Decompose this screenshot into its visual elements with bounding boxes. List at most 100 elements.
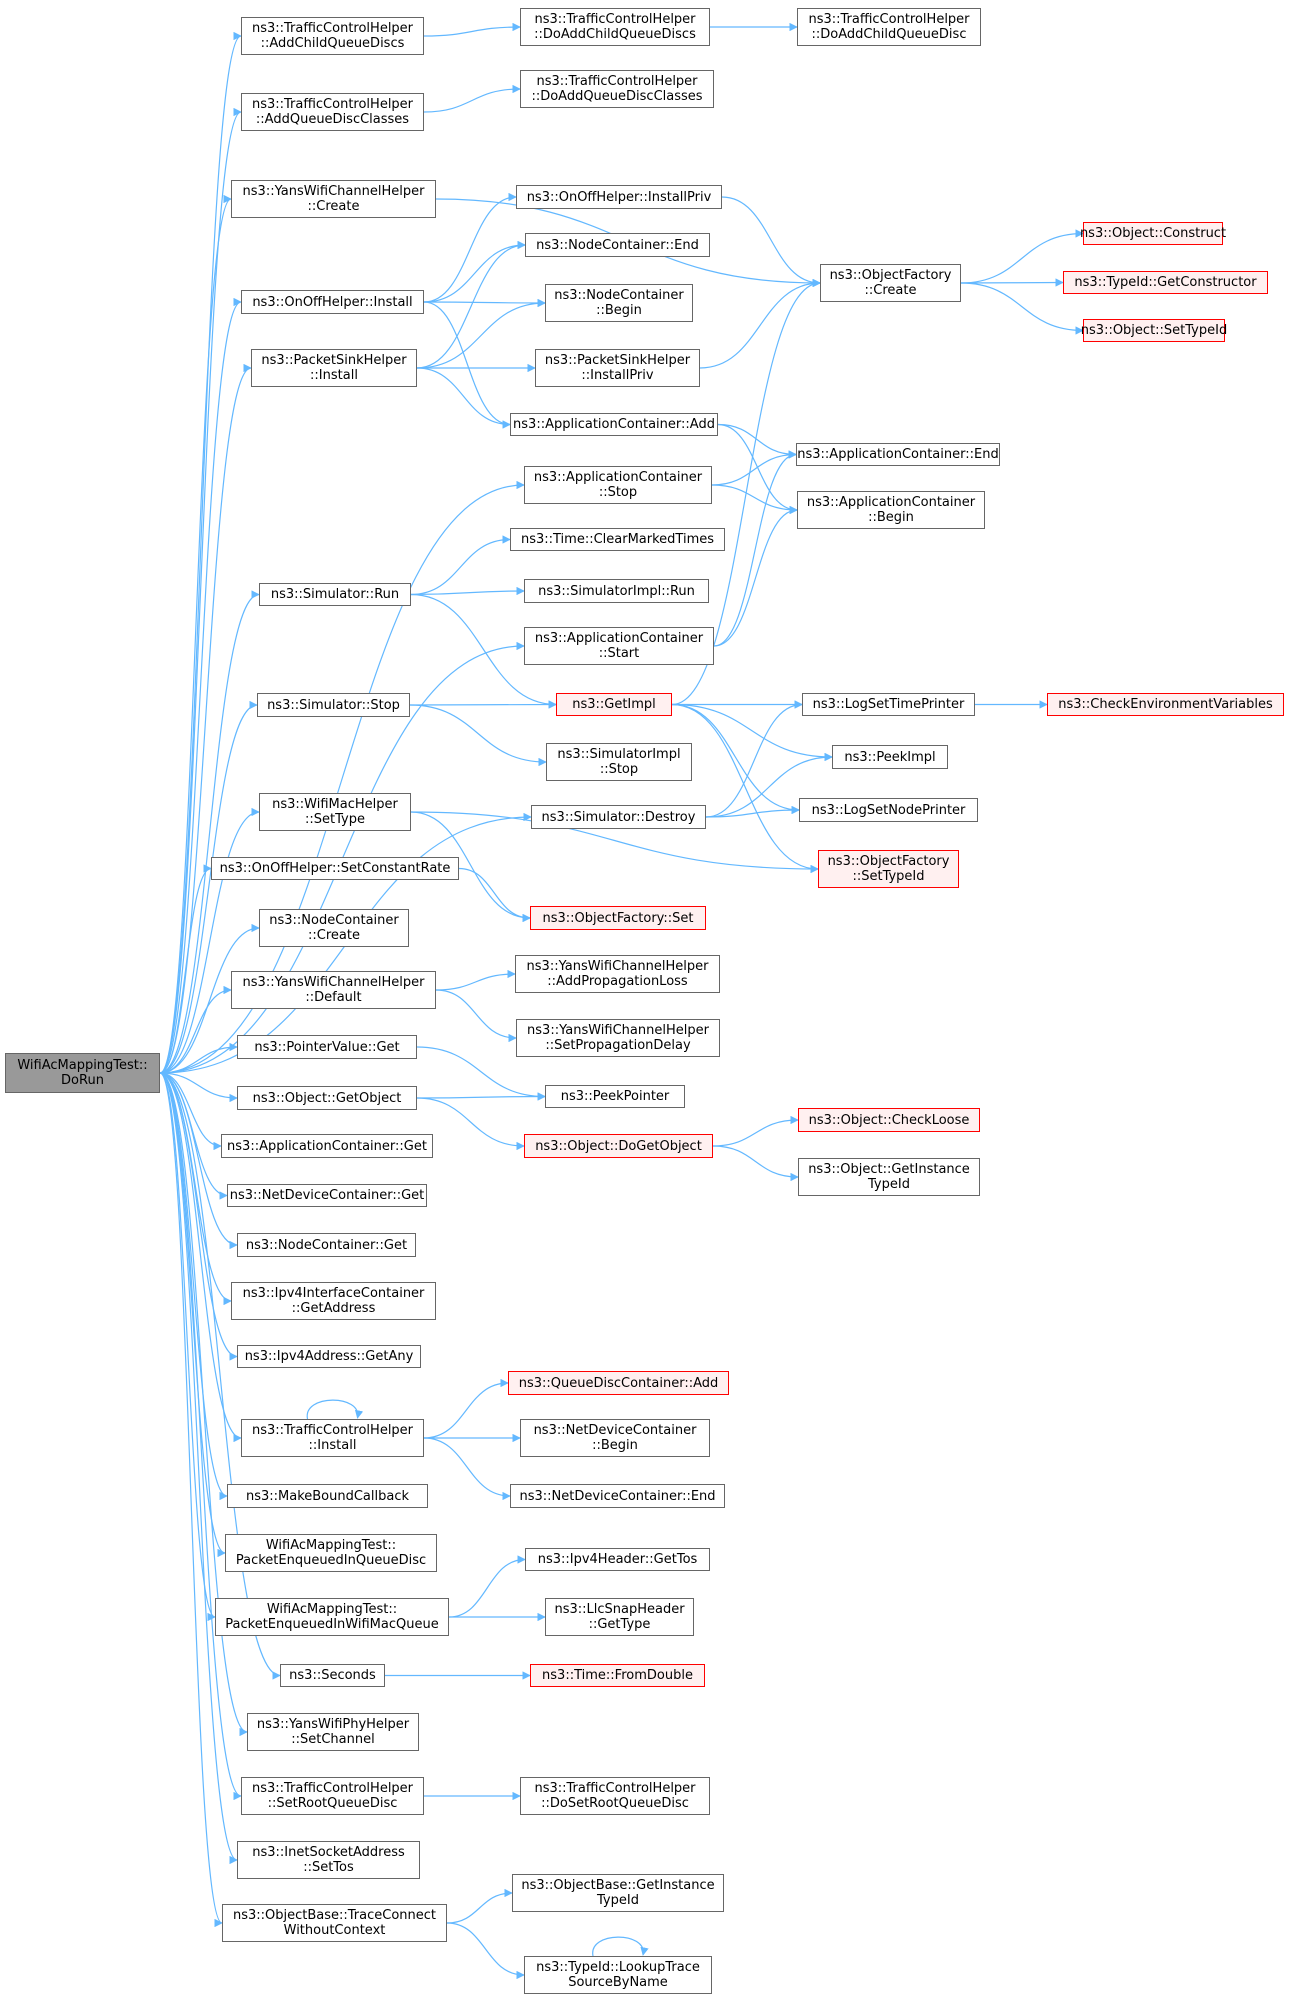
node-ywch-addprop[interactable]: ns3::YansWifiChannelHelper::AddPropagati…	[515, 955, 720, 993]
node-typeid-getctor[interactable]: ns3::TypeId::GetConstructor	[1063, 271, 1268, 294]
node-tch-doaddchild[interactable]: ns3::TrafficControlHelper::DoAddChildQue…	[797, 8, 981, 46]
node-label-line: ns3::NodeContainer::End	[536, 237, 699, 253]
node-obj-construct[interactable]: ns3::Object::Construct	[1080, 222, 1226, 245]
node-getimpl[interactable]: ns3::GetImpl	[556, 693, 672, 716]
node-tch-doaddclasses[interactable]: ns3::TrafficControlHelper::DoAddQueueDis…	[520, 70, 714, 108]
node-ac-start[interactable]: ns3::ApplicationContainer::Start	[524, 627, 714, 665]
node-label-line: ::DoAddQueueDiscClasses	[531, 89, 703, 104]
node-sim-destroy[interactable]: ns3::Simulator::Destroy	[531, 805, 706, 829]
node-label-line: ns3::Ipv4Address::GetAny	[244, 1349, 414, 1364]
edge-root-to-ipv4addr_getany	[159, 1072, 238, 1361]
node-label-line: ns3::NodeContainer	[554, 288, 684, 303]
node-tch-install[interactable]: ns3::TrafficControlHelper::Install	[241, 1419, 424, 1457]
node-tch-dosetroot[interactable]: ns3::TrafficControlHelper::DoSetRootQueu…	[520, 1777, 710, 1815]
node-checkenv[interactable]: ns3::CheckEnvironmentVariables	[1047, 693, 1284, 716]
node-label-line: ns3::SimulatorImpl	[557, 747, 681, 762]
node-nc-begin[interactable]: ns3::NodeContainer::Begin	[545, 284, 693, 322]
edge-root-to-tch_install	[159, 1072, 242, 1443]
node-ac-end[interactable]: ns3::ApplicationContainer::End	[796, 443, 1000, 466]
node-ndc-get[interactable]: ns3::NetDeviceContainer::Get	[227, 1184, 427, 1207]
node-seconds[interactable]: ns3::Seconds	[280, 1664, 385, 1687]
node-label-line: ns3::MakeBoundCallback	[245, 1488, 410, 1504]
node-label-line: ns3::ApplicationContainer::Get	[227, 1138, 427, 1154]
node-onoff-install[interactable]: ns3::OnOffHelper::Install	[241, 290, 424, 314]
node-tch-setroot[interactable]: ns3::TrafficControlHelper::SetRootQueueD…	[241, 1777, 424, 1815]
edge-root-to-seconds	[159, 1072, 281, 1680]
node-ac-stop[interactable]: ns3::ApplicationContainer::Stop	[524, 466, 712, 504]
edge-root-to-tch_addclasses	[159, 107, 242, 1074]
node-ipv4addr-getany[interactable]: ns3::Ipv4Address::GetAny	[237, 1345, 421, 1368]
node-logsetnode[interactable]: ns3::LogSetNodePrinter	[799, 798, 978, 822]
node-ipv4h-gettos[interactable]: ns3::Ipv4Header::GetTos	[525, 1548, 710, 1571]
node-ywch-create[interactable]: ns3::YansWifiChannelHelper::Create	[231, 180, 436, 218]
node-ipv4ic-getaddr[interactable]: ns3::Ipv4InterfaceContainer::GetAddress	[231, 1282, 436, 1320]
node-pe-queuedisc[interactable]: WifiAcMappingTest::PacketEnqueuedInQueue…	[225, 1534, 437, 1572]
node-sim-run[interactable]: ns3::Simulator::Run	[259, 583, 411, 606]
node-of-create[interactable]: ns3::ObjectFactory::Create	[820, 264, 961, 302]
edge-onoff_install-to-onoff_installpriv	[423, 192, 517, 303]
node-obj-checkloose[interactable]: ns3::Object::CheckLoose	[798, 1108, 980, 1132]
node-wmh-settype[interactable]: ns3::WifiMacHelper::SetType	[259, 793, 411, 831]
node-onoff-installpriv[interactable]: ns3::OnOffHelper::InstallPriv	[516, 185, 722, 209]
node-label-line: ::Install	[310, 368, 358, 383]
node-label-line: ::SetRootQueueDisc	[267, 1796, 398, 1811]
node-label-line: ns3::TrafficControlHelper	[808, 12, 970, 27]
node-label-line: ::GetAddress	[291, 1301, 376, 1316]
node-ac-get[interactable]: ns3::ApplicationContainer::Get	[221, 1134, 433, 1158]
edge-ac_stop-to-ac_begin	[711, 484, 798, 515]
node-nc-create[interactable]: ns3::NodeContainer::Create	[259, 909, 409, 947]
node-qdc-add[interactable]: ns3::QueueDiscContainer::Add	[508, 1371, 729, 1395]
node-label-line: ns3::PeekImpl	[844, 749, 936, 765]
edge-root-to-ywch_create	[159, 194, 232, 1074]
edge-root-to-nc_get	[159, 1072, 238, 1250]
node-tch-addchild[interactable]: ns3::TrafficControlHelper::AddChildQueue…	[241, 17, 424, 55]
node-pv-get[interactable]: ns3::PointerValue::Get	[237, 1035, 417, 1059]
edge-sim_destroy-to-logsetnode	[705, 805, 800, 818]
node-time-fromdouble[interactable]: ns3::Time::FromDouble	[530, 1664, 705, 1687]
node-ac-begin[interactable]: ns3::ApplicationContainer::Begin	[797, 491, 985, 529]
node-inet-settos[interactable]: ns3::InetSocketAddress::SetTos	[237, 1841, 420, 1879]
node-label-line: ns3::ApplicationContainer	[533, 470, 703, 485]
node-obj-dogetobject[interactable]: ns3::Object::DoGetObject	[524, 1134, 713, 1158]
node-simimpl-run[interactable]: ns3::SimulatorImpl::Run	[524, 579, 709, 603]
node-nc-end[interactable]: ns3::NodeContainer::End	[525, 233, 710, 257]
node-label-line: ns3::Ipv4Header::GetTos	[537, 1552, 698, 1567]
node-tch-addclasses[interactable]: ns3::TrafficControlHelper::AddQueueDiscC…	[241, 93, 424, 131]
node-simimpl-stop[interactable]: ns3::SimulatorImpl::Stop	[546, 743, 692, 781]
edge-sim_destroy-to-peekimpl	[705, 752, 833, 818]
edge-getimpl-to-of_create	[671, 278, 821, 706]
node-psh-install[interactable]: ns3::PacketSinkHelper::Install	[251, 349, 417, 387]
edge-psh_installpriv-to-of_create	[699, 278, 821, 369]
node-onoff-setrate[interactable]: ns3::OnOffHelper::SetConstantRate	[211, 857, 459, 880]
node-time-clear[interactable]: ns3::Time::ClearMarkedTimes	[510, 528, 725, 551]
node-tch-doaddchilds[interactable]: ns3::TrafficControlHelper::DoAddChildQue…	[520, 8, 710, 46]
edge-getimpl-to-peekimpl	[671, 703, 833, 762]
node-ywch-default[interactable]: ns3::YansWifiChannelHelper::Default	[231, 971, 436, 1009]
node-llc-gettype[interactable]: ns3::LlcSnapHeader::GetType	[545, 1598, 694, 1636]
node-peekimpl[interactable]: ns3::PeekImpl	[832, 745, 948, 769]
node-label-line: ns3::Object::GetInstance	[808, 1162, 970, 1177]
node-of-settypeid[interactable]: ns3::ObjectFactory::SetTypeId	[818, 850, 959, 888]
node-obj-settypeid[interactable]: ns3::Object::SetTypeId	[1081, 319, 1227, 342]
node-obj-getobject[interactable]: ns3::Object::GetObject	[237, 1086, 417, 1110]
node-makebound[interactable]: ns3::MakeBoundCallback	[227, 1484, 428, 1508]
node-pe-wifimac[interactable]: WifiAcMappingTest::PacketEnqueuedInWifiM…	[215, 1598, 449, 1636]
node-label-line: ::GetType	[588, 1617, 651, 1632]
node-ywch-setprop[interactable]: ns3::YansWifiChannelHelper::SetPropagati…	[516, 1019, 720, 1057]
node-ywph-setchannel[interactable]: ns3::YansWifiPhyHelper::SetChannel	[247, 1713, 419, 1751]
node-psh-installpriv[interactable]: ns3::PacketSinkHelper::InstallPriv	[535, 349, 700, 387]
node-ac-add[interactable]: ns3::ApplicationContainer::Add	[510, 413, 718, 436]
node-sim-stop[interactable]: ns3::Simulator::Stop	[257, 693, 410, 717]
node-logsettime[interactable]: ns3::LogSetTimePrinter	[802, 693, 975, 716]
node-ndc-begin[interactable]: ns3::NetDeviceContainer::Begin	[520, 1419, 710, 1457]
node-nc-get[interactable]: ns3::NodeContainer::Get	[237, 1233, 416, 1257]
node-peekpointer[interactable]: ns3::PeekPointer	[545, 1085, 685, 1108]
node-label-line: ns3::YansWifiChannelHelper	[242, 184, 425, 199]
node-ndc-end[interactable]: ns3::NetDeviceContainer::End	[510, 1484, 725, 1508]
node-label-line: ns3::ObjectBase::GetInstance	[521, 1878, 715, 1893]
node-of-set[interactable]: ns3::ObjectFactory::Set	[530, 906, 706, 930]
